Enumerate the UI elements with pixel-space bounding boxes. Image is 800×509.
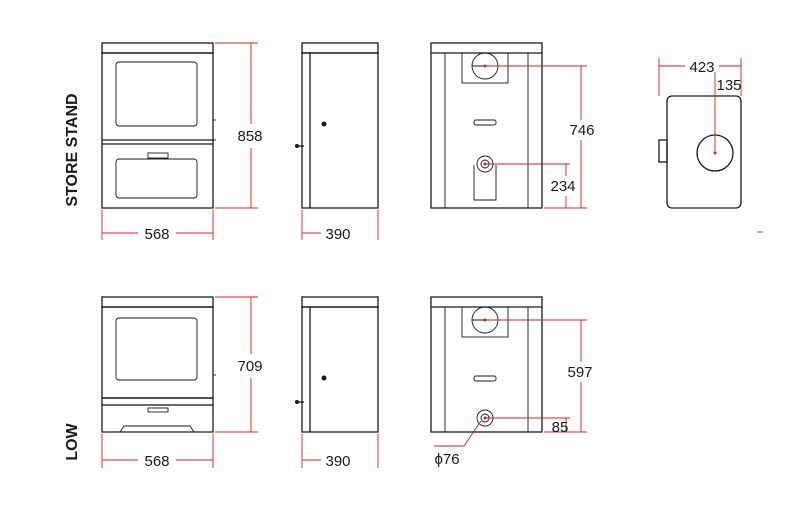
store-stand-width-label: 568 (144, 226, 169, 243)
store-stand-flue-top-height-label: 746 (569, 122, 594, 139)
low-flue-height-dimensions: 597 85 (483, 318, 593, 436)
row-label-low: LOW (64, 422, 81, 460)
top-view-flue-offset-label: 135 (716, 77, 741, 94)
top-view-depth-label: 423 (689, 59, 714, 76)
store-stand-side-view (295, 42, 379, 209)
store-stand-width-dimension: 568 (101, 210, 214, 243)
low-side-view (295, 296, 379, 433)
low-flue-top-height-label: 597 (567, 364, 592, 381)
low-depth-dimension: 390 (301, 434, 379, 470)
store-stand-height-label: 858 (237, 128, 262, 145)
low-height-dimension: 709 (215, 296, 263, 433)
top-view-dimensions: 423 135 (658, 58, 763, 233)
low-front-view (101, 296, 216, 433)
low-flue-diameter-callout: ϕ76 (434, 420, 482, 468)
store-stand-rear-view (430, 42, 543, 209)
store-stand-flue-rear-height-label: 234 (550, 178, 575, 195)
low-width-dimension: 568 (101, 434, 214, 470)
store-stand-flue-height-dimensions: 746 234 (483, 64, 595, 209)
low-height-label: 709 (237, 358, 262, 375)
store-stand-depth-label: 390 (325, 226, 350, 243)
low-width-label: 568 (144, 453, 169, 470)
low-rear-view (430, 296, 543, 433)
low-depth-label: 390 (325, 453, 350, 470)
store-stand-front-view (101, 42, 216, 209)
store-stand-depth-dimension: 390 (301, 210, 379, 243)
top-view (658, 95, 742, 209)
low-flue-diameter-label: ϕ76 (434, 451, 459, 468)
row-label-store-stand: STORE STAND (64, 93, 81, 206)
store-stand-height-dimension: 858 (215, 42, 263, 209)
low-flue-rear-height-label: 85 (552, 419, 569, 436)
